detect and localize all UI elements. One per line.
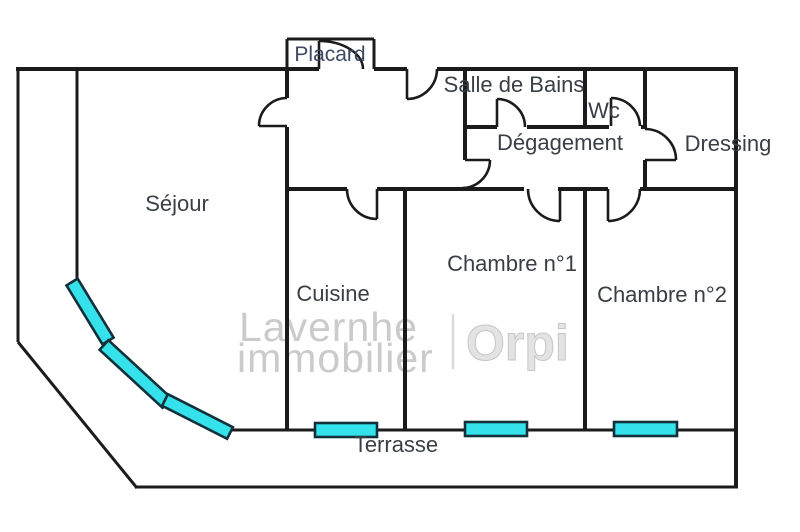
- room-label-cuisine: Cuisine: [296, 281, 369, 306]
- door-degagement-arc: [461, 159, 492, 190]
- windows: [64, 276, 679, 441]
- door-chambre2-arc: [607, 188, 642, 223]
- watermark-agency-line1: Lavernhe: [239, 304, 418, 350]
- room-label-wc: Wc: [588, 98, 620, 123]
- room-label-salle-de-bains: Salle de Bains: [444, 72, 585, 97]
- door-chambre1-arc: [526, 188, 561, 223]
- bay-window-segment-2: [97, 338, 174, 410]
- door-dressing-arc: [644, 127, 678, 161]
- room-label-chambre2: Chambre n°2: [597, 282, 727, 307]
- room-label-dressing: Dressing: [685, 131, 772, 156]
- window-terrace-chambre2: [612, 420, 679, 438]
- door-sdb-arc: [496, 97, 527, 128]
- door-wc-arc: [610, 96, 642, 127]
- room-label-sejour: Séjour: [145, 191, 209, 216]
- room-labels: Placard Salle de Bains Wc Dégagement Dre…: [145, 43, 771, 457]
- watermark-agency-line2: immobilier: [237, 335, 434, 381]
- watermark-brand-logo: Orpi: [466, 315, 569, 371]
- room-label-placard: Placard: [294, 43, 365, 66]
- bay-window-segment-3: [160, 392, 235, 441]
- watermark: Lavernhe immobilier Orpi: [237, 304, 569, 381]
- door-entrance-arc: [406, 68, 439, 101]
- room-label-chambre1: Chambre n°1: [447, 251, 577, 276]
- room-label-degagement: Dégagement: [497, 130, 623, 155]
- interior-walls: [75, 37, 737, 430]
- window-terrace-cuisine: [313, 421, 379, 439]
- door-cuisine-arc: [345, 188, 378, 221]
- door-sejour-arc: [257, 96, 288, 127]
- room-label-terrasse: Terrasse: [354, 432, 438, 457]
- doors: [257, 39, 678, 223]
- window-terrace-chambre1: [463, 420, 529, 438]
- wall-diagonal: [16, 341, 139, 489]
- door-placard-arc: [318, 39, 365, 70]
- bay-window-segment-1: [64, 276, 116, 347]
